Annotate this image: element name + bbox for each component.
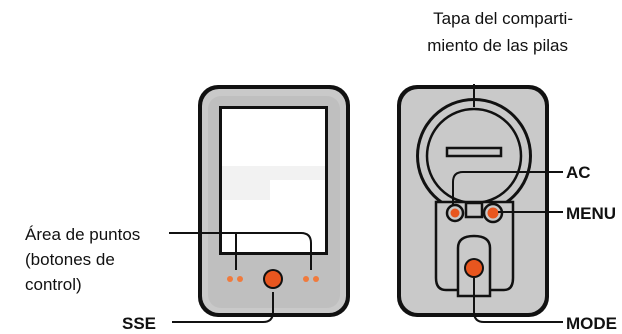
- ac-label: AC: [566, 163, 591, 182]
- screen-block: [222, 180, 270, 200]
- ac-leader: [452, 171, 563, 205]
- dot-left-2[interactable]: [237, 276, 243, 282]
- back-view: [397, 85, 549, 317]
- dots-leader-right: [236, 232, 312, 270]
- mode-button[interactable]: [466, 260, 482, 276]
- dots-label-line2: (botones de: [25, 250, 115, 269]
- dot-left-1[interactable]: [227, 276, 233, 282]
- mode-leader: [473, 278, 563, 323]
- leader-lines: [169, 84, 563, 323]
- dot-right-2[interactable]: [313, 276, 319, 282]
- sse-button[interactable]: [265, 271, 281, 287]
- menu-button[interactable]: [487, 207, 499, 219]
- dots-label-line3: control): [25, 275, 82, 294]
- ac-button[interactable]: [450, 208, 460, 218]
- mode-label: MODE: [566, 314, 617, 333]
- mount-latch: [464, 201, 484, 219]
- battery-cover-slot: [445, 146, 503, 158]
- sse-label: SSE: [122, 314, 156, 333]
- dots-label-line1: Área de puntos: [25, 225, 140, 244]
- battery-cover-label-line1: Tapa del comparti-: [433, 9, 573, 28]
- screen-band: [222, 166, 325, 180]
- dot-right-1[interactable]: [303, 276, 309, 282]
- menu-label: MENU: [566, 204, 616, 223]
- front-view: [198, 85, 350, 317]
- sse-leader: [172, 292, 274, 323]
- battery-cover-label-line2: miento de las pilas: [427, 36, 568, 55]
